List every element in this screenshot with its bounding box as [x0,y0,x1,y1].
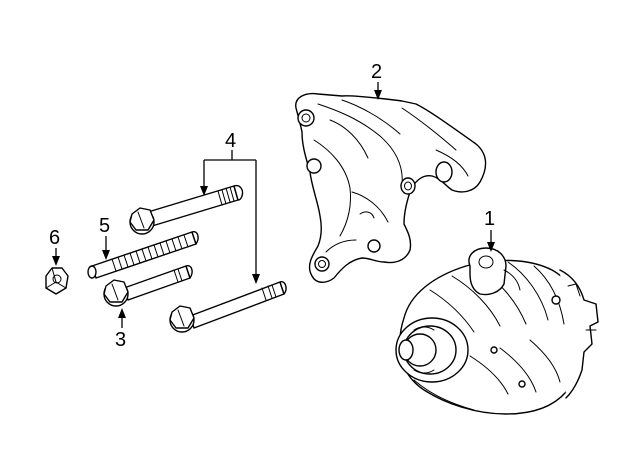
callout-1: 1 [484,208,495,230]
leader-lines [52,82,495,328]
callout-5: 5 [99,215,110,237]
long-bolt-upper [129,184,244,235]
hex-nut [45,267,69,295]
alternator [395,247,599,415]
threaded-stud [87,231,199,279]
short-bolt [103,265,193,307]
mounting-bracket [295,92,487,283]
callout-3: 3 [115,329,126,351]
callout-2: 2 [371,61,382,83]
callout-4: 4 [225,130,236,152]
long-bolt-lower [169,281,287,333]
callout-6: 6 [49,227,60,249]
